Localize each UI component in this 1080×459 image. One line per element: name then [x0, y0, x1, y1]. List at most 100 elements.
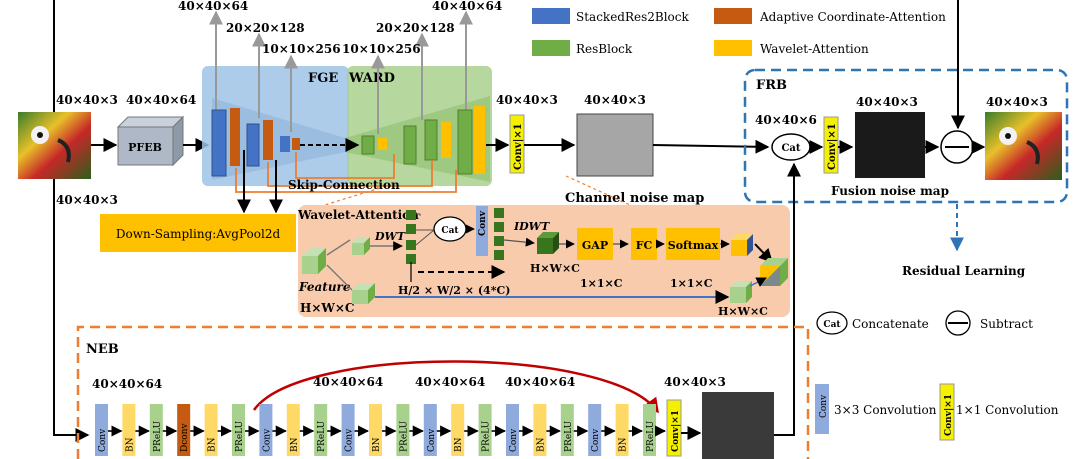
wa-conv-label: Conv — [478, 210, 488, 236]
neb-block-bn — [286, 404, 300, 456]
neb-block-label: PReLU — [564, 420, 574, 452]
neb-block-conv — [423, 404, 437, 456]
frb-region — [743, 68, 1069, 204]
neb-block-prelu — [643, 404, 656, 456]
ward-label: WARD — [348, 71, 395, 86]
skip-connection-label: Skip-Connection — [288, 178, 400, 192]
neb-block-dconv — [177, 404, 191, 456]
neb-block-prelu — [149, 404, 163, 456]
neb-block-prelu — [396, 404, 410, 456]
enc-dim-3: 10×10×256 — [262, 42, 341, 56]
neb-block-label: Conv — [345, 428, 355, 452]
residual-out-cube — [730, 281, 752, 303]
neb-block-prelu — [314, 404, 328, 456]
frb-cat-label: Cat — [781, 143, 800, 154]
wa-half-dim: H/2 × W/2 × (4*C) — [398, 284, 510, 297]
legend-concatenate: Concatenate — [852, 317, 929, 331]
bypass-cube — [352, 283, 375, 304]
output-image — [985, 112, 1062, 180]
wa-dwt-label: DWT — [374, 230, 406, 243]
neb-block-prelu — [232, 404, 245, 456]
downsample-dim-label: 40×40×3 — [56, 193, 118, 207]
frb-title: FRB — [756, 78, 787, 93]
gap-box — [577, 228, 613, 260]
neb-region — [76, 325, 810, 459]
neb-block-conv — [588, 404, 602, 456]
neb-block-label: PReLU — [482, 420, 492, 452]
neb-block-label: Conv — [509, 428, 519, 452]
encoder-blocks — [211, 108, 300, 177]
neb-out-dim: 40×40×3 — [664, 375, 726, 389]
wa-c1: 1×1×C — [580, 277, 623, 290]
conv1x1-top-label: Conv|×1 — [513, 123, 524, 170]
legend-subtract: Subtract — [980, 317, 1033, 331]
neb-title: NEB — [86, 342, 119, 357]
neb-dim-1: 40×40×64 — [92, 377, 162, 391]
frb-out-dim: 40×40×3 — [986, 95, 1048, 109]
dwt-cube — [352, 237, 370, 255]
pfeb-label: PFEB — [128, 141, 162, 154]
neb-block-label: BN — [290, 437, 300, 452]
legend-stacked: StackedRes2Block — [576, 10, 690, 24]
legend-conv3-box — [815, 384, 829, 434]
legend-conv1: 1×1 Convolution — [956, 403, 1059, 417]
dec-dim-2: 20×20×128 — [376, 21, 455, 35]
residual-learning-label: Residual Learning — [902, 264, 1026, 278]
fc-box — [631, 228, 657, 260]
feature-cube — [302, 248, 326, 274]
wa-conv — [476, 206, 488, 256]
decoder-blocks — [361, 106, 485, 175]
neb-block-label: PReLU — [399, 420, 409, 452]
wa-feature-label: Feature — [298, 280, 351, 294]
neb-block-bn — [615, 404, 629, 456]
wa-gap-label: GAP — [582, 239, 608, 252]
wa-idwt-label: IDWT — [513, 220, 550, 233]
neb-block-bn — [533, 404, 547, 456]
neb-block-label: BN — [536, 437, 546, 452]
neb-block-bn — [451, 404, 465, 456]
frb-cat-dim: 40×40×6 — [755, 113, 817, 127]
neb-block-label: BN — [125, 437, 135, 452]
neb-block-bn — [369, 404, 382, 456]
dec-dim-1: 10×10×256 — [342, 42, 421, 56]
neb-block-label: Conv — [262, 428, 272, 452]
neb-block-label: PReLU — [646, 420, 656, 452]
neb-dim-2: 40×40×64 — [313, 375, 383, 389]
wa-hwc-out: H×W×C — [718, 305, 768, 318]
downsampling-box — [100, 214, 296, 252]
neb-block-label: Conv — [427, 428, 437, 452]
neb-block-conv — [341, 404, 355, 456]
legend-adaptive: Adaptive Coordinate-Attention — [759, 10, 946, 24]
legend-conv3: 3×3 Convolution — [834, 403, 937, 417]
frb-fusion-label: Fusion noise map — [831, 184, 949, 198]
neb-block-label: Conv — [591, 428, 601, 452]
downsampling-label: Down-Sampling:AvgPool2d — [116, 227, 281, 241]
input-dim-label: 40×40×3 — [56, 93, 118, 107]
neb-block-label: PReLU — [153, 420, 163, 452]
wa-title: Wavelet-Attention — [297, 208, 419, 222]
neb-block-label: PReLU — [317, 420, 327, 452]
fusion-noise-map — [855, 112, 925, 178]
frb-conv1x1 — [823, 116, 839, 174]
neb-block-label: BN — [208, 437, 218, 452]
frb-conv-label: Conv|×1 — [827, 123, 838, 170]
wa-hwc-mid: H×W×C — [530, 262, 580, 275]
softmax-box — [666, 228, 720, 260]
enc-dim-1: 40×40×64 — [178, 0, 248, 13]
idwt-cube — [537, 232, 559, 254]
channel-noise-label: Channel noise map — [565, 191, 704, 206]
enc-dim-2: 20×20×128 — [226, 21, 305, 35]
dwt-subbands — [406, 210, 416, 264]
neb-block-label: BN — [372, 437, 382, 452]
neb-block-prelu — [478, 404, 492, 456]
legend-wavelet: Wavelet-Attention — [760, 42, 869, 56]
idwt-subbands — [494, 208, 504, 260]
frb-fusion-dim: 40×40×3 — [856, 95, 918, 109]
neb-final-conv-label: Conv|×1 — [671, 410, 681, 452]
neb-dim-4: 40×40×64 — [505, 375, 575, 389]
legend: StackedRes2Block Adaptive Coordinate-Att… — [532, 8, 946, 56]
neb-block-prelu — [560, 404, 574, 456]
neb-skip-arc — [252, 360, 660, 414]
cnm-dim: 40×40×3 — [584, 93, 646, 107]
